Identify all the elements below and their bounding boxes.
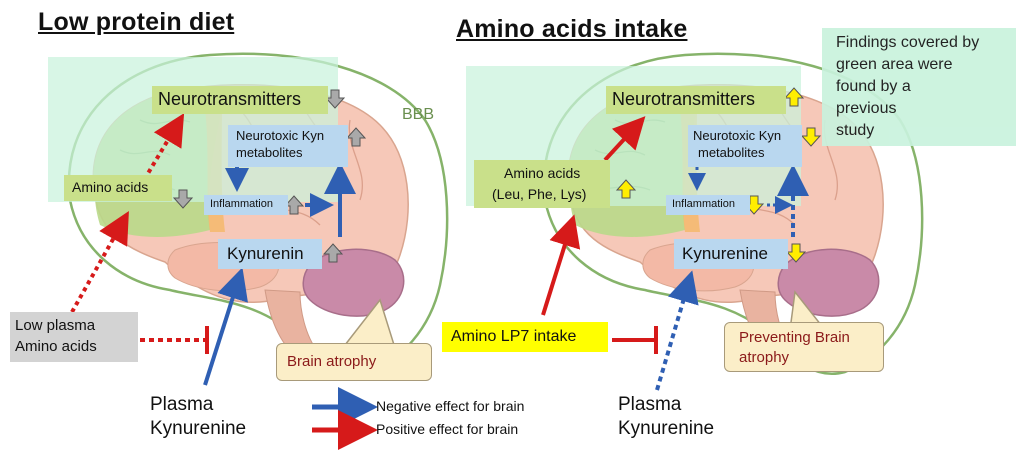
right-preventing-line1: Preventing Brain (739, 329, 850, 346)
right-head-outline (542, 52, 924, 375)
right-inflammation-box: Inflammation (666, 195, 750, 215)
right-neurotoxic-line2: metabolites (698, 145, 765, 160)
left-arrow-plasma-to-aa (70, 211, 129, 313)
left-kyn-up-icon (322, 243, 344, 263)
right-note-line4: previous (836, 100, 897, 117)
right-amino-lp7-box: Amino LP7 intake (442, 322, 608, 352)
right-neurotoxic-down-icon (800, 127, 822, 147)
right-neurotransmitters-box: Neurotransmitters (606, 86, 786, 114)
right-note-line5: study (836, 122, 875, 139)
right-amino-acids-line2: (Leu, Phe, Lys) (492, 186, 587, 202)
right-note-line2: green area were (836, 56, 953, 73)
right-preventing-line2: atrophy (739, 349, 790, 366)
left-brain-atrophy-label: Brain atrophy (287, 353, 377, 370)
left-neurotoxic-up-icon (345, 127, 367, 147)
right-amino-lp7-label: Amino LP7 intake (451, 328, 577, 345)
left-plasma-line1: Plasma (150, 394, 214, 415)
left-neurotransmitters-label: Neurotransmitters (158, 89, 302, 109)
left-neurotoxic-box: Neurotoxic Kyn metabolites (228, 125, 348, 167)
left-brain-atrophy-box: Brain atrophy (276, 343, 432, 381)
right-neurotransmitters-label: Neurotransmitters (612, 89, 756, 109)
right-note-box: Findings covered by green area were foun… (822, 28, 1016, 146)
right-plasma-line2: Kynurenine (618, 418, 715, 439)
right-kynurenine-label: Kynurenine (682, 244, 769, 263)
right-title: Amino acids intake (456, 15, 688, 43)
left-title: Low protein diet (38, 8, 235, 36)
right-amino-acids-line1: Amino acids (504, 165, 581, 181)
right-note-line1: Findings covered by (836, 34, 980, 51)
left-neurotoxic-line2: metabolites (236, 145, 303, 160)
left-neurotransmitters-box: Neurotransmitters (152, 86, 328, 114)
left-inflammation-box: Inflammation (204, 195, 288, 215)
right-amino-acids-box: Amino acids (Leu, Phe, Lys) (474, 160, 610, 208)
left-bbb-label: BBB (402, 106, 435, 123)
right-nt-up-icon (783, 87, 805, 107)
right-preventing-box: Preventing Brain atrophy (724, 322, 884, 372)
left-arrow-plasma-kyn (203, 267, 248, 386)
legend-negative-label: Negative effect for brain (376, 398, 525, 414)
right-kynurenine-box: Kynurenine (674, 239, 788, 269)
right-aa-up-icon (615, 179, 637, 199)
right-arrow-lp7-to-aa (541, 214, 581, 316)
right-note-line3: found by a (836, 78, 911, 95)
right-plasma-line1: Plasma (618, 394, 682, 415)
left-inflam-up-icon (283, 195, 305, 215)
left-kynurenin-label: Kynurenin (227, 244, 304, 263)
right-kyn-down-icon (785, 243, 807, 263)
left-amino-acids-label: Amino acids (72, 179, 149, 195)
left-nt-down-icon (324, 89, 346, 109)
left-low-plasma-box: Low plasma Amino acids (10, 312, 138, 362)
left-low-plasma-line2: Amino acids (15, 338, 97, 355)
left-aa-down-icon (172, 189, 194, 209)
left-head-outline (67, 52, 449, 375)
left-amino-acids-box: Amino acids (64, 175, 172, 201)
right-inflammation-label: Inflammation (672, 198, 735, 210)
right-arrow-plasma-kyn (655, 270, 699, 391)
right-neurotoxic-line1: Neurotoxic Kyn (693, 128, 782, 143)
left-inflammation-label: Inflammation (210, 198, 273, 210)
left-neurotoxic-line1: Neurotoxic Kyn (236, 128, 325, 143)
right-arrow-aa-to-nt (603, 116, 646, 162)
left-plasma-line2: Kynurenine (150, 418, 247, 439)
left-kynurenin-box: Kynurenin (218, 239, 322, 269)
right-neurotoxic-box: Neurotoxic Kyn metabolites (688, 125, 802, 167)
left-low-plasma-line1: Low plasma (15, 317, 96, 334)
legend-positive-label: Positive effect for brain (376, 421, 519, 437)
